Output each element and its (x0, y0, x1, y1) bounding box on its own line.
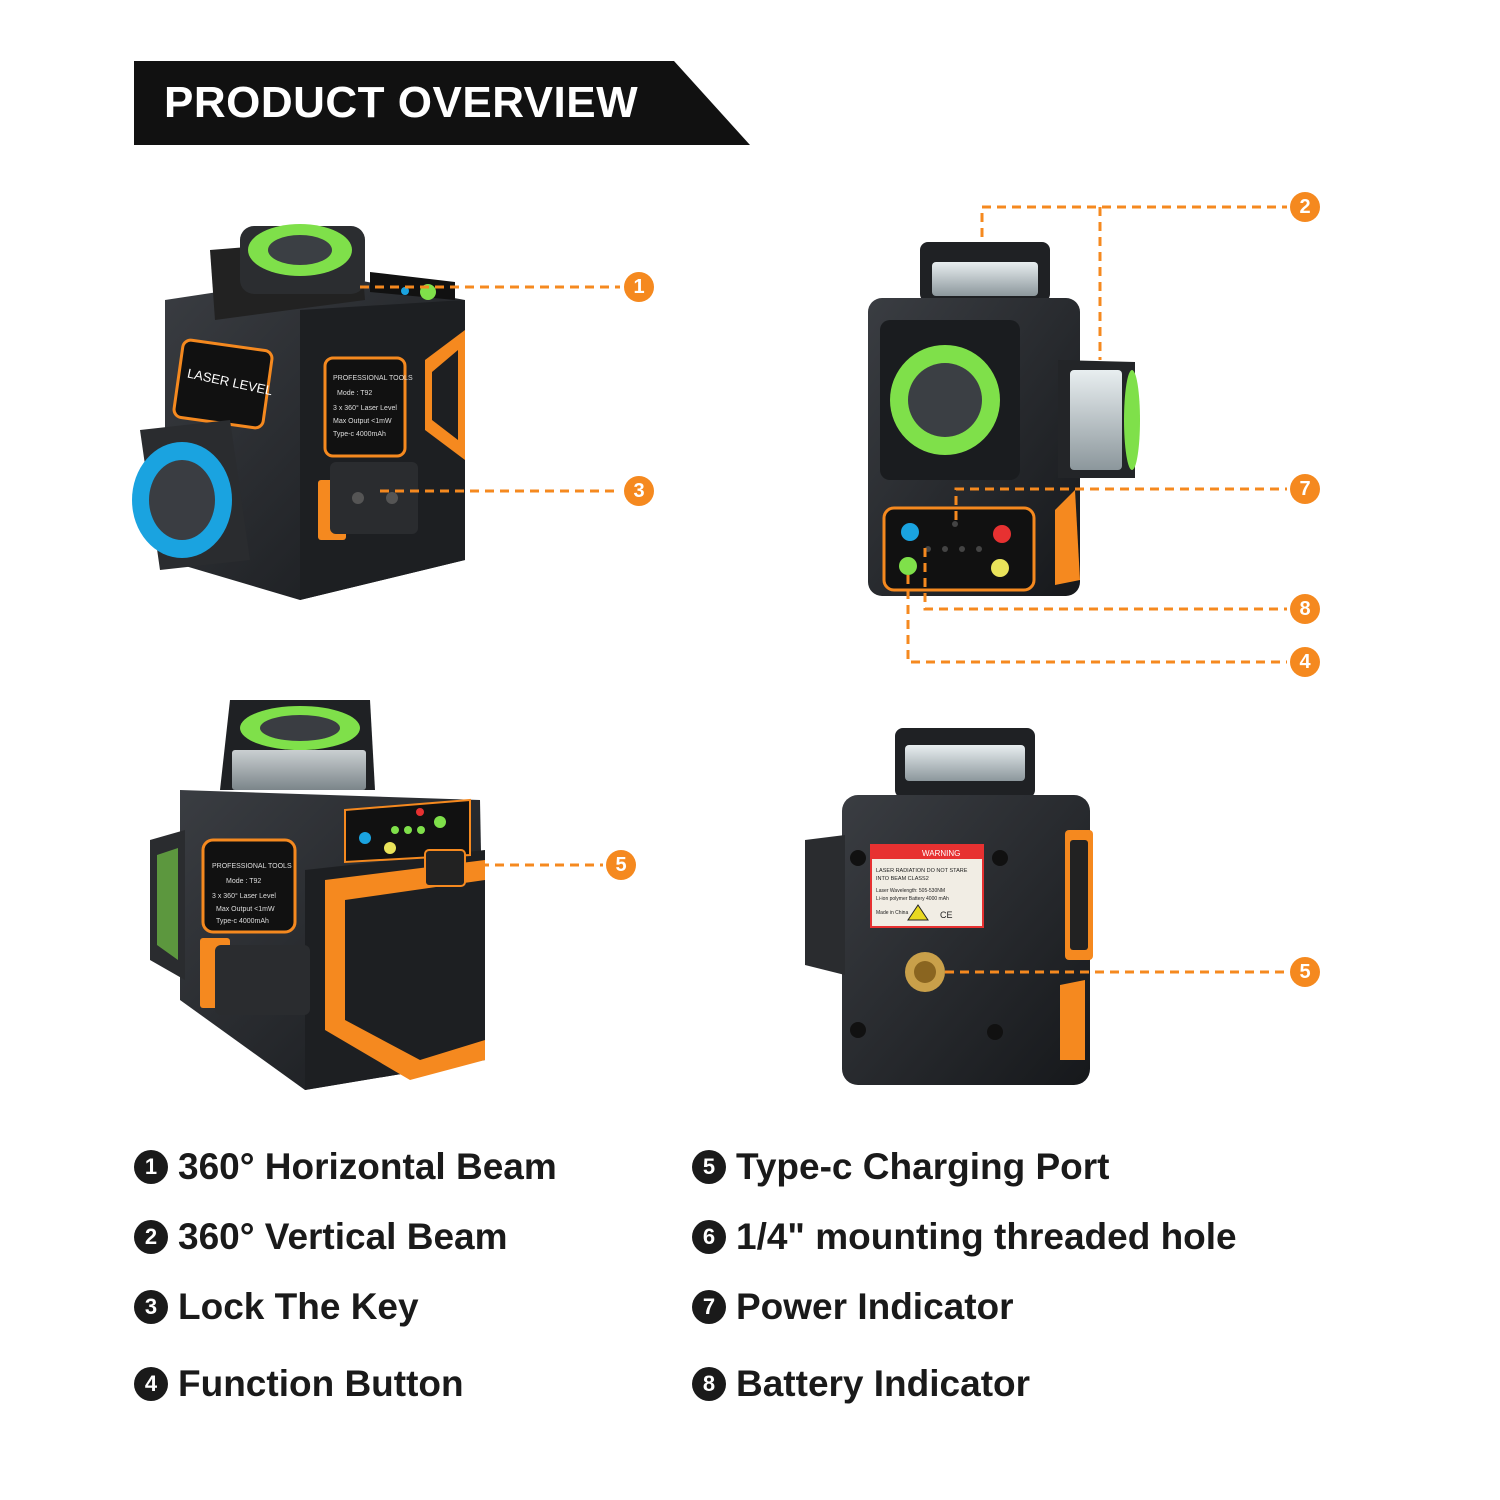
callout-4: 4 (1290, 647, 1320, 677)
page-title: PRODUCT OVERVIEW (164, 78, 639, 127)
svg-text:CE: CE (940, 910, 953, 920)
svg-text:Max Output <1mW: Max Output <1mW (216, 906, 275, 913)
callout-3: 3 (624, 476, 654, 506)
legend-item-4: 4 Function Button (134, 1363, 464, 1405)
callout-5-mount: 5 (1290, 957, 1320, 987)
legend-item-2: 2 360° Vertical Beam (134, 1216, 508, 1258)
device-side-angle: PROFESSIONAL TOOLS Mode : T92 3 x 360° L… (150, 700, 485, 1090)
svg-text:Laser Wavelength: 505-530NM: Laser Wavelength: 505-530NM (876, 888, 945, 894)
device-back-face: WARNING LASER RADIATION DO NOT STARE INT… (805, 728, 1093, 1085)
svg-text:WARNING: WARNING (922, 849, 960, 858)
device-front-face (868, 242, 1140, 596)
svg-text:3 x 360° Laser Level: 3 x 360° Laser Level (333, 404, 397, 412)
svg-text:Max Output <1mW: Max Output <1mW (333, 418, 392, 425)
svg-text:Mode : T92: Mode : T92 (337, 390, 372, 397)
legend-item-5: 5 Type-c Charging Port (692, 1146, 1109, 1188)
svg-text:3 x 360° Laser Level: 3 x 360° Laser Level (212, 892, 276, 900)
legend-item-6: 6 1/4" mounting threaded hole (692, 1216, 1237, 1258)
legend-item-7: 7 Power Indicator (692, 1286, 1014, 1328)
legend-item-1: 1 360° Horizontal Beam (134, 1146, 557, 1188)
header-banner: PRODUCT OVERVIEW (134, 61, 750, 145)
svg-text:Li-ion polymer Battery 4000 mA: Li-ion polymer Battery 4000 mAh (876, 896, 949, 902)
callout-7: 7 (1290, 474, 1320, 504)
legend-item-3: 3 Lock The Key (134, 1286, 419, 1328)
callout-8: 8 (1290, 594, 1320, 624)
device-front-angle: LASER LEVEL PROFESSIONAL TOOLS Mode : T9… (132, 224, 465, 600)
svg-text:Mode : T92: Mode : T92 (226, 878, 261, 885)
svg-text:PROFESSIONAL TOOLS: PROFESSIONAL TOOLS (333, 375, 413, 382)
svg-text:PROFESSIONAL TOOLS: PROFESSIONAL TOOLS (212, 863, 292, 870)
svg-text:Type-c 4000mAh: Type-c 4000mAh (333, 431, 386, 438)
svg-text:Made in China: Made in China (876, 910, 908, 916)
leader-lines (360, 205, 1287, 974)
svg-text:Type-c 4000mAh: Type-c 4000mAh (216, 918, 269, 925)
legend-item-8: 8 Battery Indicator (692, 1363, 1030, 1405)
callout-1: 1 (624, 272, 654, 302)
svg-text:LASER RADIATION DO NOT STARE: LASER RADIATION DO NOT STARE (876, 868, 968, 874)
callout-2: 2 (1290, 192, 1320, 222)
callout-5-port: 5 (606, 850, 636, 880)
svg-text:INTO BEAM CLASS2: INTO BEAM CLASS2 (876, 876, 929, 882)
